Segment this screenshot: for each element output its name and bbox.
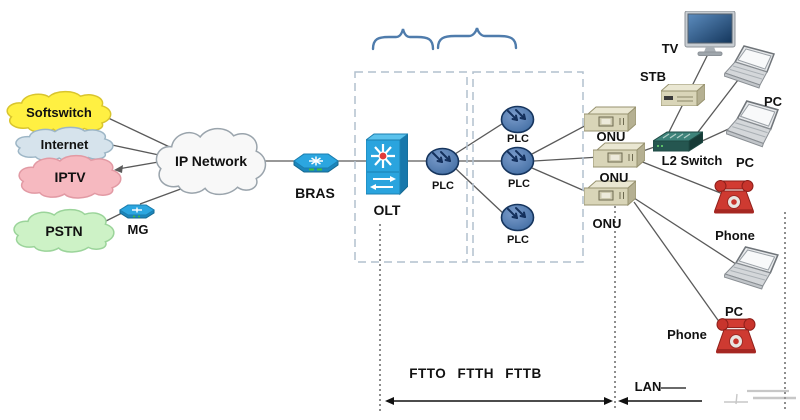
- phone-icon: [714, 180, 754, 214]
- dotted-measure-lines: [379, 206, 786, 411]
- olt-icon: [364, 133, 410, 196]
- plc-splitter-top: [499, 105, 536, 134]
- cloud-shape: [15, 154, 125, 199]
- plc-main-label: PLC: [432, 180, 454, 192]
- link-plcmid-onumid: [533, 156, 601, 162]
- pc-laptop-top: [723, 45, 776, 91]
- onu-top-label: ONU: [596, 129, 626, 144]
- laptop-icon: [725, 100, 779, 148]
- lan-arrowhead-left: [618, 397, 628, 405]
- tv-label: TV: [661, 41, 679, 56]
- phone-top-label: Phone: [715, 228, 755, 243]
- link-softswitch-ipnetwork: [103, 115, 177, 151]
- plc-bottom-label: PLC: [507, 234, 529, 246]
- pc-bottom-label: PC: [724, 304, 744, 319]
- stb-label: STB: [640, 69, 666, 84]
- ftt-arrowhead-left: [385, 397, 394, 405]
- splitter-icon: [425, 147, 460, 176]
- router-icon: [293, 153, 339, 173]
- cloud-iptv: IPTV: [15, 154, 125, 199]
- onu-device-top: [583, 105, 638, 133]
- pc-mid-label: PC: [735, 155, 755, 170]
- onu-mid-label: ONU: [599, 170, 629, 185]
- mg-label: MG: [127, 222, 149, 237]
- watermark-artifact: [724, 389, 796, 405]
- dashed-boxes: [354, 71, 584, 263]
- plc-splitter-main: [424, 147, 461, 176]
- arrowhead-iptv: [114, 165, 123, 173]
- onu-bottom-label: ONU: [592, 216, 622, 231]
- bras-label: BRAS: [295, 185, 335, 201]
- splitter-icon: [500, 146, 535, 176]
- cloud-shape: [10, 208, 118, 253]
- ftt-span-label: FTTO FTTH FTTB: [409, 366, 542, 381]
- ftt-arrowhead-right: [604, 397, 613, 405]
- plc-mid-label: PLC: [508, 178, 530, 190]
- link-onubottom-pcbottom: [633, 197, 740, 267]
- switch-icon: [651, 131, 705, 152]
- mg-device: [119, 201, 155, 221]
- l2-switch-label: L2 Switch: [661, 153, 723, 168]
- cloud-softswitch: Softswitch: [3, 90, 115, 134]
- dashed-box-splitter-region: [472, 71, 584, 263]
- onu-icon: [583, 179, 638, 207]
- cloud-pstn: PSTN: [10, 208, 118, 253]
- cloud-label-internet: Internet: [40, 136, 89, 152]
- cloud-label-ip-network: IP Network: [174, 153, 248, 169]
- dashed-box-olt-region: [354, 71, 468, 263]
- stb-icon: [659, 82, 707, 108]
- olt-label: OLT: [373, 202, 401, 218]
- plc-top-label: PLC: [507, 133, 529, 145]
- phone-icon: [716, 318, 756, 354]
- plc-splitter-bottom: [499, 203, 536, 232]
- cloud-label-pstn: PSTN: [45, 222, 83, 239]
- link-plc-plcbottom: [454, 167, 506, 216]
- cloud-shape: [152, 126, 270, 196]
- phone-device-top: [712, 177, 756, 215]
- lan-span-label: LAN: [634, 379, 662, 394]
- brace-left: [371, 28, 435, 51]
- laptop-icon: [723, 45, 776, 89]
- onu-icon: [592, 141, 647, 169]
- pc-laptop-bottom: [723, 246, 780, 292]
- tv-icon: [684, 10, 736, 56]
- plc-splitter-mid: [499, 146, 536, 176]
- link-onumid-phonetop: [639, 160, 724, 195]
- span-arrows: [392, 387, 702, 402]
- olt-device: [364, 132, 410, 198]
- bras-device: [292, 148, 340, 176]
- pc-top-label: PC: [763, 94, 783, 109]
- onu-device-mid: [592, 141, 647, 169]
- span-arrowheads: [385, 397, 628, 405]
- link-l2switch-pctop: [694, 79, 739, 137]
- top-braces: [371, 27, 518, 51]
- onu-icon: [583, 105, 638, 133]
- brace-right: [436, 27, 518, 50]
- link-plc-plctop: [454, 121, 506, 155]
- link-onubottom-phonebottom: [633, 201, 726, 331]
- l2-switch-device: [651, 130, 705, 152]
- router-icon: [119, 204, 155, 219]
- phone-bottom-label: Phone: [667, 327, 707, 342]
- stb-device: [659, 82, 707, 108]
- phone-device-bottom: [714, 315, 758, 355]
- pc-laptop-mid: [725, 100, 780, 150]
- laptop-icon: [723, 246, 779, 290]
- cloud-label-iptv: IPTV: [54, 168, 86, 185]
- splitter-icon: [500, 203, 535, 232]
- cloud-internet: Internet: [12, 126, 117, 162]
- cloud-label-softswitch: Softswitch: [26, 104, 92, 120]
- tv-device: [684, 10, 736, 57]
- splitter-icon: [500, 105, 535, 134]
- cloud-ip-network: IP Network: [152, 126, 270, 196]
- onu-device-bottom: [583, 179, 638, 207]
